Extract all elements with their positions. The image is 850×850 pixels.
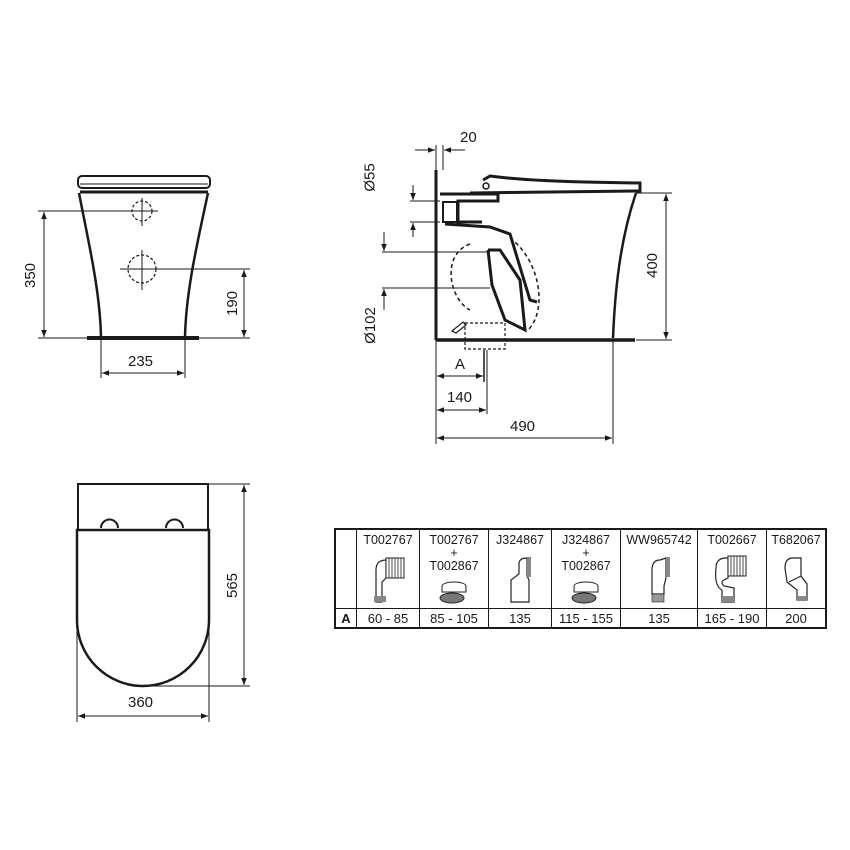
fittings-row-codes: T002767 T002767 + T002867 J324867 J32486… bbox=[334, 528, 827, 609]
side-depth-dim: 490 bbox=[510, 418, 536, 435]
fitting-cell: J324867 bbox=[488, 528, 552, 609]
side-view bbox=[381, 145, 672, 444]
side-outlet-dia-dim: Ø102 bbox=[361, 307, 379, 344]
side-offset-a-dim: A bbox=[455, 356, 466, 373]
range-value: 165 - 190 bbox=[697, 608, 767, 629]
side-wall-gap-dim: 20 bbox=[460, 129, 477, 146]
offset-collar-icon bbox=[571, 581, 599, 604]
adjustable-bend-icon bbox=[715, 555, 747, 603]
fitting-cell: J324867 + T002867 bbox=[551, 528, 621, 609]
row-key-a: A bbox=[334, 608, 357, 629]
front-view bbox=[38, 175, 250, 378]
range-value: 200 bbox=[766, 608, 827, 629]
front-base-width-dim: 235 bbox=[128, 353, 154, 370]
fittings-row-ranges: A 60 - 85 85 - 105 135 115 - 155 135 165… bbox=[334, 608, 827, 629]
range-value: 135 bbox=[620, 608, 698, 629]
range-value: 60 - 85 bbox=[356, 608, 420, 629]
top-view bbox=[75, 483, 250, 722]
side-outlet-offset-dim: 140 bbox=[447, 389, 473, 406]
top-width-dim: 360 bbox=[128, 694, 154, 711]
range-value: 135 bbox=[488, 608, 552, 629]
s-trap-connector-icon bbox=[651, 557, 670, 603]
range-value: 85 - 105 bbox=[419, 608, 489, 629]
front-inlet-height-dim: 350 bbox=[22, 262, 40, 289]
fitting-cell: T002767 + T002867 bbox=[419, 528, 489, 609]
front-outlet-height-dim: 190 bbox=[224, 290, 242, 317]
side-height-dim: 400 bbox=[644, 252, 662, 279]
top-length-dim: 565 bbox=[224, 572, 242, 599]
pan-connector-90-bend-icon bbox=[374, 557, 405, 603]
fitting-cell: T002767 bbox=[356, 528, 420, 609]
fitting-cell: WW965742 bbox=[620, 528, 698, 609]
side-inlet-dia-dim: Ø55 bbox=[361, 163, 379, 192]
angled-trap-connector-icon bbox=[784, 557, 808, 601]
fitting-cell: T002667 bbox=[697, 528, 767, 609]
range-value: 115 - 155 bbox=[551, 608, 621, 629]
fittings-table: T002767 T002767 + T002867 J324867 J32486… bbox=[334, 528, 827, 629]
offset-pan-connector-icon bbox=[510, 557, 531, 603]
offset-collar-icon bbox=[439, 581, 467, 604]
fitting-cell: T682067 bbox=[766, 528, 827, 609]
